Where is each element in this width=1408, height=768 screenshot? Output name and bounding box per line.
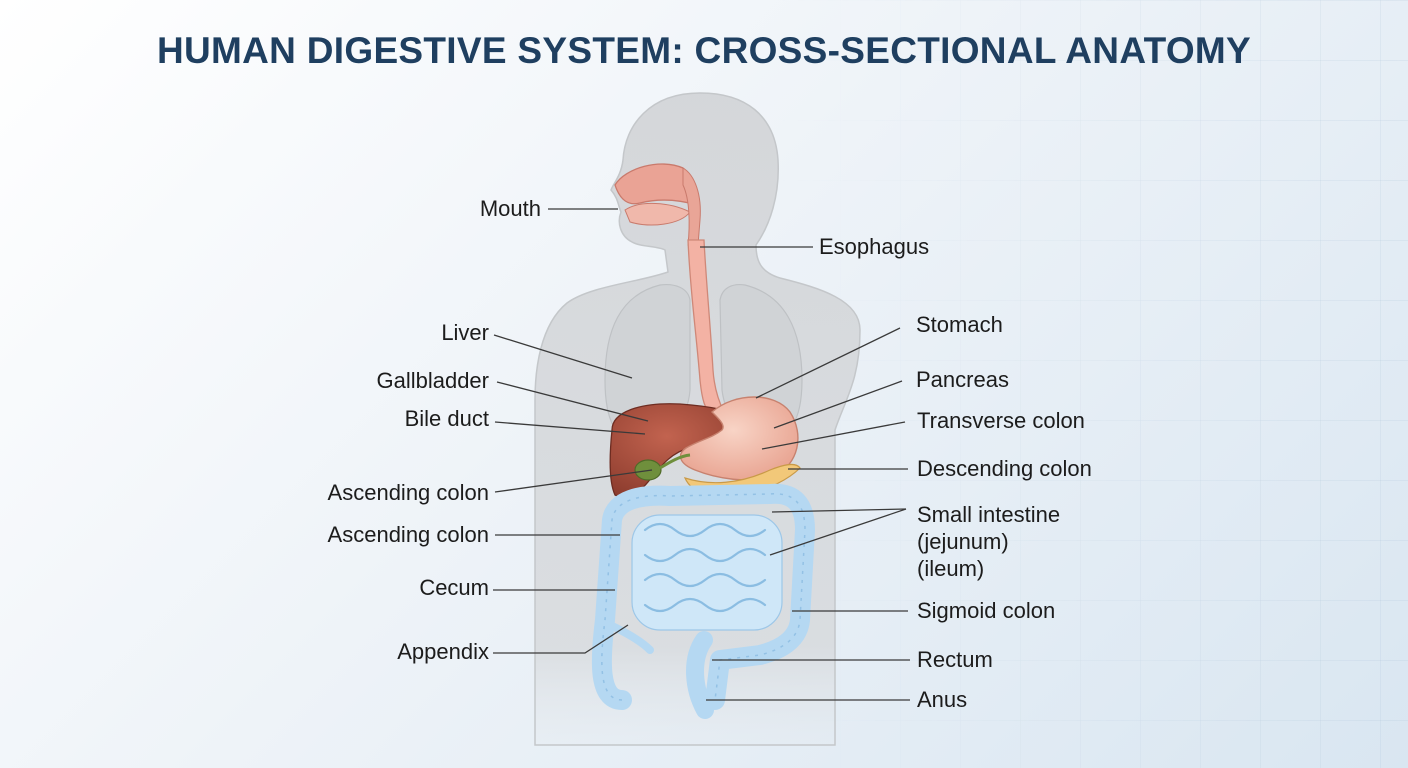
label-appendix: Appendix [397, 639, 489, 664]
appendix-organ [606, 621, 654, 654]
leader-ascending-colon-1 [494, 469, 653, 493]
label-cecum: Cecum [419, 575, 489, 600]
label-ascending-colon-2: Ascending colon [327, 522, 489, 547]
label-liver: Liver [441, 320, 489, 345]
label-transverse-colon: Transverse colon [917, 408, 1085, 433]
leader-pancreas [773, 380, 903, 429]
leader-bile-duct [494, 421, 646, 435]
rectum-tube [686, 631, 714, 719]
leader-lines [493, 208, 910, 701]
intestine-coils [643, 522, 767, 613]
leader-small-intestine-b [769, 508, 907, 556]
large-intestine [591, 483, 815, 710]
label-rectum: Rectum [917, 647, 993, 672]
label-bile-duct: Bile duct [404, 406, 489, 431]
leader-liver [493, 334, 633, 379]
diagram-title: HUMAN DIGESTIVE SYSTEM: CROSS-SECTIONAL … [156, 30, 1252, 71]
label-ascending-colon-1: Ascending colon [327, 480, 489, 505]
stomach-organ [679, 396, 799, 481]
label-pancreas: Pancreas [916, 367, 1009, 392]
leader-transverse-colon [761, 421, 906, 450]
leader-small-intestine-a [771, 508, 907, 513]
label-ileum: (ileum) [917, 556, 985, 581]
label-small-intestine: Small intestine [917, 502, 1061, 527]
label-stomach: Stomach [916, 312, 1003, 337]
label-mouth: Mouth [479, 196, 541, 221]
label-gallbladder: Gallbladder [376, 368, 489, 393]
label-anus: Anus [917, 687, 968, 712]
leader-stomach [755, 327, 901, 399]
label-descending-colon: Descending colon [917, 456, 1092, 481]
label-esophagus: Esophagus [819, 234, 930, 259]
leader-gallbladder [496, 381, 649, 422]
bile-duct-tube [659, 453, 691, 470]
leader-appendix [493, 624, 629, 654]
small-intestine-mass [631, 514, 783, 631]
label-sigmoid-colon: Sigmoid colon [917, 598, 1056, 623]
label-jejunum: (jejunum) [917, 529, 1009, 554]
